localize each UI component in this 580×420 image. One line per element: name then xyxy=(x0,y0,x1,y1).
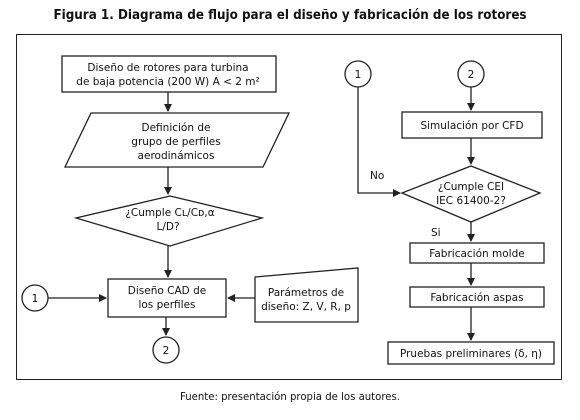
figure-title: Figura 1. Diagrama de flujo para el dise… xyxy=(53,8,527,23)
left-connector-1-label: 1 xyxy=(32,293,39,305)
no-branch-label: No xyxy=(370,170,384,182)
mold-process-box xyxy=(409,242,545,264)
cad-line-1: Diseño CAD de xyxy=(128,285,206,297)
right-connector-2-label: 2 xyxy=(468,69,475,81)
params-line-1: Parámetros de xyxy=(268,287,344,299)
cad-process-box xyxy=(107,278,227,318)
lift-drag-decision xyxy=(73,195,265,247)
blades-process-box xyxy=(409,286,545,308)
yes-branch-label: Si xyxy=(431,227,441,239)
cfd-process-box xyxy=(401,111,543,139)
start-box-line-2: de baja potencia (200 W) A < 2 m² xyxy=(76,76,259,88)
mold-label: Fabricación molde xyxy=(429,248,524,260)
blades-label: Fabricación aspas xyxy=(430,292,523,304)
profiles-line-1: Definición de xyxy=(142,122,211,134)
decision-right-line-2: IEC 61400-2? xyxy=(436,195,506,207)
start-box-line-1: Diseño de rotores para turbina xyxy=(87,62,248,74)
tests-label: Pruebas preliminares (δ, η) xyxy=(400,348,542,360)
tests-process-box xyxy=(387,341,555,365)
start-process-box xyxy=(61,55,277,93)
decision-right-line-1: ¿Cumple CEI xyxy=(438,181,504,193)
params-line-2: diseño: Z, V, R, p xyxy=(261,301,351,313)
figure-source: Fuente: presentación propia de los autor… xyxy=(179,390,400,403)
decision-left-line-1: ¿Cumple Cʟ/Cᴅ,α xyxy=(125,207,214,219)
profiles-data-box xyxy=(63,112,291,168)
standard-decision xyxy=(400,165,542,223)
arrow-no-branch xyxy=(357,87,401,197)
profiles-line-2: grupo de perfiles xyxy=(131,136,220,148)
left-connector-2-label: 2 xyxy=(163,345,170,357)
diagram-frame xyxy=(16,34,562,380)
profiles-line-3: aerodinámicos xyxy=(138,150,215,162)
cad-line-2: los perfiles xyxy=(138,299,195,311)
decision-left-line-2: L/D? xyxy=(156,221,179,233)
left-connector-2 xyxy=(152,336,180,364)
cfd-label: Simulación por CFD xyxy=(420,120,523,132)
parameters-input-box xyxy=(254,267,359,323)
right-connector-1-label: 1 xyxy=(355,69,362,81)
